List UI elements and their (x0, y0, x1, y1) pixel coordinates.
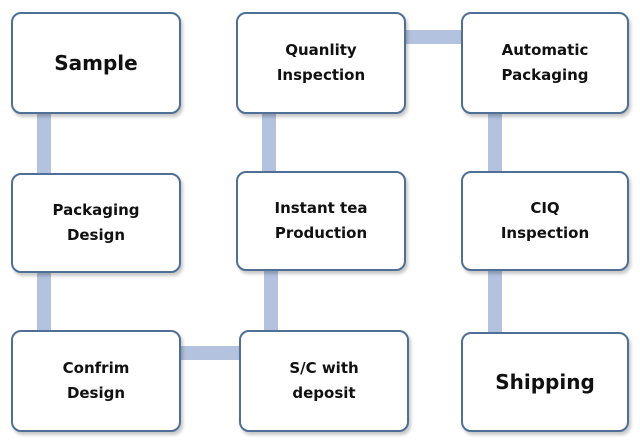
step-instant-tea-production: Instant tea Production (236, 171, 406, 271)
connector-confirm-design-to-sc (179, 346, 241, 360)
connector-ciq-to-shipping (488, 269, 502, 335)
step-label: Shipping (495, 370, 595, 394)
step-label: Instant tea Production (274, 199, 368, 242)
step-packaging-design: Packaging Design (11, 173, 181, 273)
connector-automatic-packaging-to-ciq (488, 112, 502, 174)
step-automatic-packaging: Automatic Packaging (461, 12, 629, 114)
step-ciq-inspection: CIQ Inspection (461, 171, 629, 271)
connector-sample-to-packaging-design (37, 112, 51, 176)
step-confirm-design: Confrim Design (11, 330, 181, 432)
connector-instant-tea-to-quality (262, 112, 276, 174)
step-label: CIQ Inspection (500, 199, 590, 242)
connector-packaging-design-to-confirm-design (37, 271, 51, 333)
step-sc-with-deposit: S/C with deposit (239, 330, 409, 432)
step-sample: Sample (11, 12, 181, 114)
connector-sc-to-instant-tea (264, 269, 278, 333)
connector-quality-to-automatic-packaging (404, 30, 464, 44)
step-label: S/C with deposit (289, 359, 359, 402)
step-label: Sample (54, 51, 138, 75)
step-label: Automatic Packaging (501, 41, 589, 84)
step-label: Quanlity Inspection (276, 41, 366, 84)
step-label: Packaging Design (52, 201, 140, 244)
step-shipping: Shipping (461, 332, 629, 432)
step-quality-inspection: Quanlity Inspection (236, 12, 406, 114)
step-label: Confrim Design (62, 359, 130, 402)
